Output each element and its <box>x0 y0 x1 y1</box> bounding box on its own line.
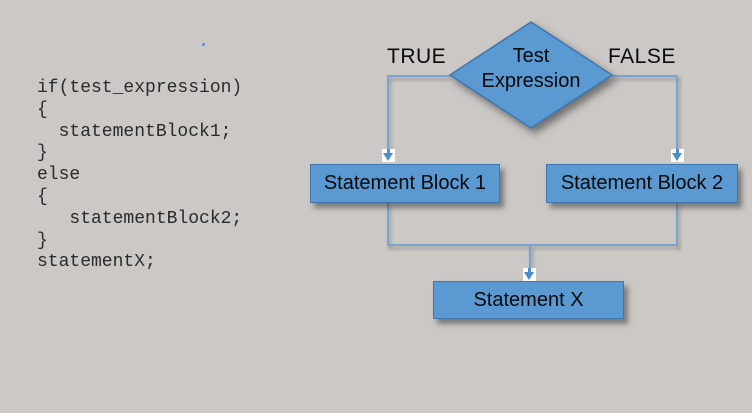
arrow-down-icon <box>523 268 536 281</box>
connector-false-horizontal <box>611 75 678 77</box>
connector-left-down <box>387 203 389 246</box>
statement-block-1: Statement Block 1 <box>310 164 500 203</box>
diamond-shape-icon <box>448 21 614 129</box>
statement-block-2: Statement Block 2 <box>546 164 738 203</box>
diamond-label: Test Expression <box>481 45 581 92</box>
connector-true-horizontal <box>388 75 452 77</box>
decision-diamond <box>448 21 614 129</box>
connector-merge-vertical <box>529 245 531 268</box>
statement-x: Statement X <box>433 281 624 319</box>
arrow-down-icon <box>671 149 684 162</box>
statement-block-2-label: Statement Block 2 <box>560 172 724 194</box>
statement-x-label: Statement X <box>473 288 584 311</box>
connector-false-vertical <box>676 75 678 149</box>
connector-merge-horizontal <box>387 244 678 246</box>
statement-block-1-label: Statement Block 1 <box>323 172 487 194</box>
stray-dot <box>202 43 205 46</box>
false-label: FALSE <box>608 45 676 68</box>
connector-true-vertical <box>387 75 389 149</box>
arrow-down-icon <box>382 149 395 162</box>
true-label: TRUE <box>387 45 447 68</box>
code-snippet: if(test_expression) { statementBlock1; }… <box>37 78 243 273</box>
connector-right-down <box>676 203 678 246</box>
